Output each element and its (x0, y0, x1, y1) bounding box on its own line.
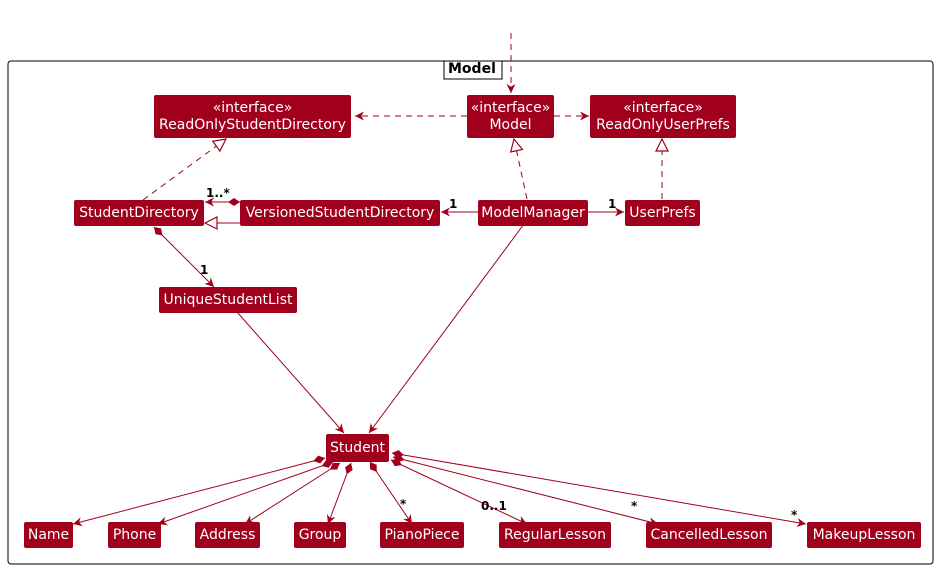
class-address[interactable]: Address (195, 522, 260, 548)
class-name: ReadOnlyStudentDirectory (159, 116, 346, 133)
multiplicity-label: * (400, 497, 407, 511)
compose-student-makeup (391, 450, 807, 527)
class-unique-student-list[interactable]: UniqueStudentList (159, 287, 297, 313)
multiplicity-label: 1 (449, 197, 458, 211)
compose-student-address (244, 462, 341, 525)
class-read-only-student-directory[interactable]: «interface» ReadOnlyStudentDirectory (154, 95, 351, 138)
class-user-prefs[interactable]: UserPrefs (625, 200, 700, 226)
realize-manager (514, 139, 528, 200)
package-tab (443, 60, 503, 80)
compose-directory-list (153, 226, 215, 288)
class-cancelled-lesson[interactable]: CancelledLesson (646, 522, 772, 548)
class-makeup-lesson[interactable]: MakeupLesson (807, 522, 921, 548)
class-name: UserPrefs (629, 204, 696, 221)
compose-student-regular (390, 458, 528, 525)
stereotype-label: «interface» (470, 99, 551, 116)
class-name: PianoPiece (384, 526, 460, 543)
class-group[interactable]: Group (294, 522, 346, 548)
class-name: Model (489, 116, 532, 133)
assoc-manager-student (368, 223, 525, 434)
class-name: ModelManager (481, 204, 585, 221)
multiplicity-label: * (631, 499, 638, 513)
class-piano-piece[interactable]: PianoPiece (380, 522, 464, 548)
class-name: StudentDirectory (79, 204, 199, 221)
compose-student-cancelled (392, 454, 659, 527)
compose-student-name (72, 455, 326, 527)
class-model[interactable]: «interface» Model (467, 95, 554, 138)
class-phone[interactable]: Phone (108, 522, 161, 548)
compose-student-group (326, 462, 353, 525)
multiplicity-label: 0..1 (481, 499, 507, 513)
compose-student-phone (157, 460, 334, 526)
class-name: Group (298, 526, 342, 543)
class-name: Address (199, 526, 256, 543)
assoc-list-student (236, 311, 345, 434)
class-name-attr[interactable]: Name (24, 522, 73, 548)
package-title: Model (448, 61, 496, 77)
class-name: RegularLesson (504, 526, 606, 543)
multiplicity-label: * (791, 508, 798, 522)
class-name: MakeupLesson (812, 526, 916, 543)
compose-student-piano (369, 461, 413, 525)
multiplicity-label: 1..* (206, 186, 230, 200)
class-student[interactable]: Student (326, 434, 389, 462)
class-name: Student (329, 439, 386, 456)
stereotype-label: «interface» (212, 99, 293, 116)
class-student-directory[interactable]: StudentDirectory (74, 200, 204, 226)
class-model-manager[interactable]: ModelManager (478, 200, 588, 226)
class-name: Name (27, 526, 70, 543)
multiplicity-label: 1 (200, 263, 209, 277)
multiplicity-label: 1 (608, 197, 617, 211)
class-name: Phone (112, 526, 157, 543)
class-name: VersionedStudentDirectory (245, 204, 435, 221)
class-name: UniqueStudentList (163, 291, 293, 308)
stereotype-label: «interface» (623, 99, 703, 116)
class-versioned-student-directory[interactable]: VersionedStudentDirectory (240, 200, 440, 226)
class-name: ReadOnlyUserPrefs (596, 116, 730, 133)
class-read-only-user-prefs[interactable]: «interface» ReadOnlyUserPrefs (590, 95, 736, 138)
class-name: CancelledLesson (650, 526, 768, 543)
class-regular-lesson[interactable]: RegularLesson (499, 522, 611, 548)
